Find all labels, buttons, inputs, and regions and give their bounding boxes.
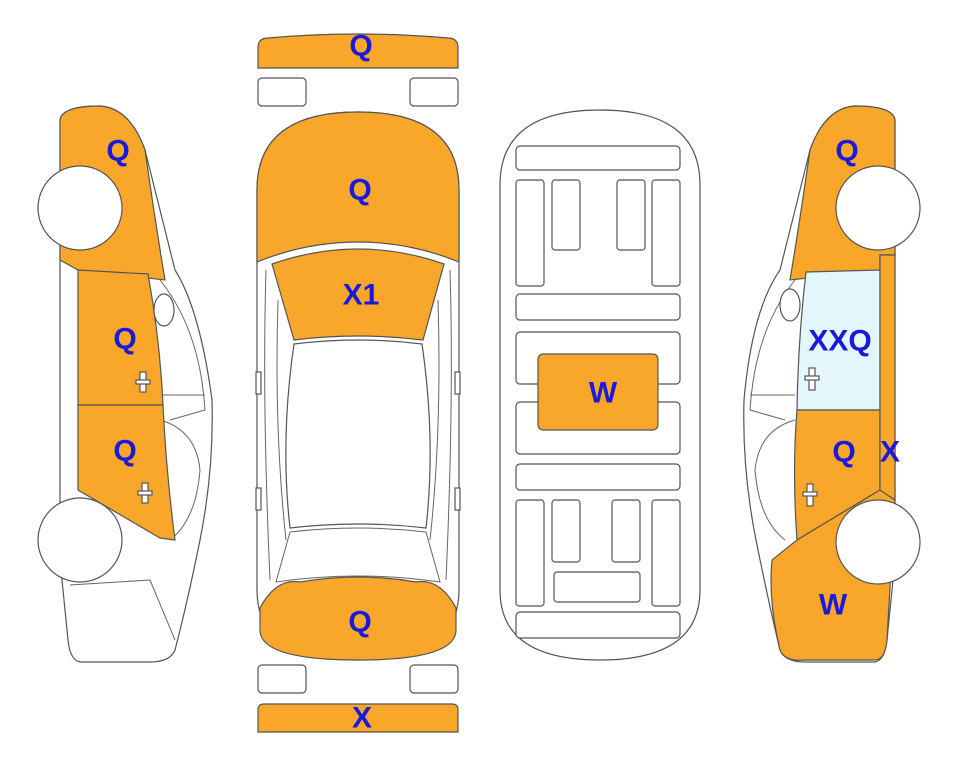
right-mirror bbox=[779, 288, 801, 322]
right-front-door-window-label: XXQ bbox=[808, 325, 871, 358]
left-taillight bbox=[257, 664, 307, 694]
left-rear-wheel bbox=[37, 497, 123, 583]
left-front-door-label: Q bbox=[113, 323, 136, 356]
front-bumper-panel bbox=[257, 33, 459, 69]
left-side-view bbox=[37, 105, 213, 663]
left-mirror bbox=[153, 293, 175, 327]
right-front-wheel bbox=[835, 165, 921, 251]
trunk-lid-label: Q bbox=[348, 606, 371, 639]
left-rear-door-panel bbox=[77, 404, 176, 541]
right-mirror-top bbox=[454, 371, 461, 395]
right-b-pillar-label: X bbox=[880, 436, 900, 469]
left-headlight bbox=[257, 77, 307, 107]
rear-bumper-label: X bbox=[352, 702, 372, 735]
hood-panel bbox=[256, 111, 460, 263]
right-side-view bbox=[743, 105, 921, 663]
left-front-wheel bbox=[37, 165, 123, 251]
hood-label: Q bbox=[348, 174, 371, 207]
right-quarter-panel-label: W bbox=[819, 589, 848, 622]
right-front-fender-label: Q bbox=[835, 135, 858, 168]
windshield-panel bbox=[271, 248, 445, 341]
windshield-label: X1 bbox=[343, 279, 380, 312]
left-front-fender-label: Q bbox=[106, 135, 129, 168]
trunk-lid-panel bbox=[259, 576, 457, 661]
left-rear-door-label: Q bbox=[113, 435, 136, 468]
floor-panel bbox=[537, 353, 659, 431]
right-rear-door-label: Q bbox=[832, 436, 855, 469]
damage-labels: Q Q X1 Q X Q Q Q W Q XXQ Q X W bbox=[106, 30, 900, 735]
roof-panel bbox=[285, 339, 431, 529]
floor-panel-label: W bbox=[589, 377, 618, 410]
top-view bbox=[255, 33, 461, 733]
rear-bumper-panel bbox=[257, 703, 459, 733]
left-mirror-top bbox=[255, 371, 262, 395]
front-bumper-label: Q bbox=[349, 30, 372, 63]
right-headlight bbox=[409, 77, 459, 107]
underbody-view bbox=[499, 109, 701, 661]
right-rear-wheel bbox=[835, 499, 921, 585]
right-taillight bbox=[409, 664, 459, 694]
